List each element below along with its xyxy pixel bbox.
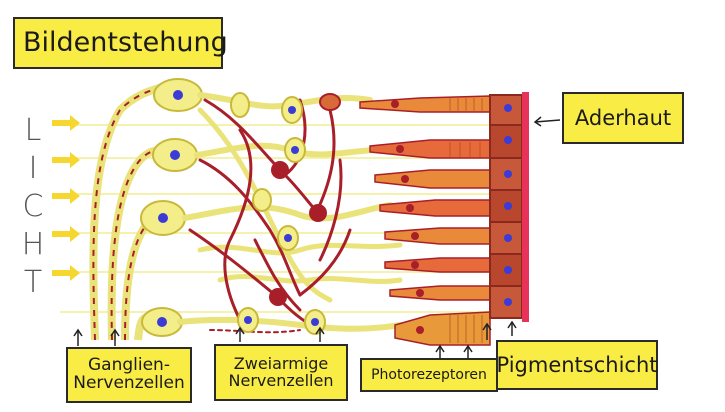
dendrite-network [180, 95, 400, 332]
light-arrows [52, 115, 80, 281]
ganglion-cells-label: Ganglien- Nervenzellen [66, 347, 192, 403]
licht-letter-h: H [22, 226, 45, 264]
choroid-line [522, 92, 529, 322]
bipolar-cells-label: Zweiarmige Nervenzellen [214, 344, 348, 401]
bipolar-label-line1: Zweiarmige [234, 356, 328, 373]
photoreceptors-label: Photorezeptoren [360, 358, 498, 392]
licht-letter-c: C [23, 188, 44, 226]
ganglion-label-line2: Nervenzellen [73, 375, 185, 393]
bipolar-label-line2: Nervenzellen [229, 373, 334, 390]
page-title: Bildentstehung [13, 17, 223, 69]
ganglion-cells [93, 79, 202, 340]
licht-letter-i: I [29, 150, 38, 188]
licht-label: L I C H T [18, 112, 48, 302]
aderhaut-label: Aderhaut [562, 92, 684, 144]
photoreceptors [360, 96, 495, 345]
pigment-layer-label: Pigmentschicht [496, 340, 658, 390]
licht-letter-t: T [24, 264, 42, 302]
licht-letter-l: L [25, 112, 42, 150]
